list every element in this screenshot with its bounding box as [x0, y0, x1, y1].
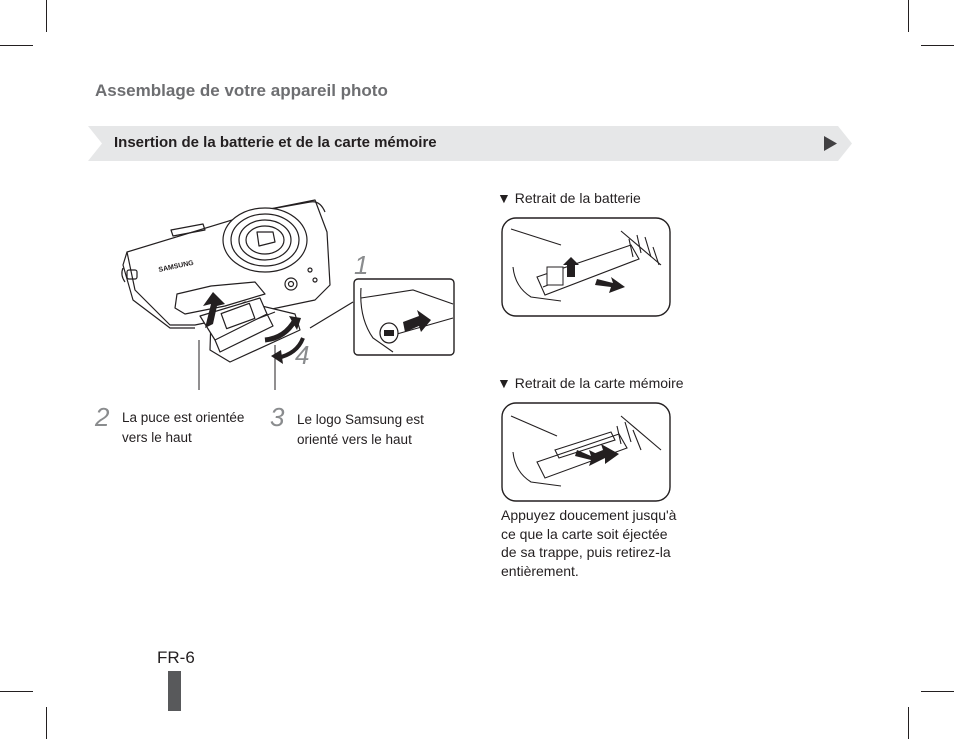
battery-removal-heading: ▼ Retrait de la batterie: [497, 190, 641, 206]
step-number-2: 2: [95, 402, 110, 432]
crop-mark: [0, 45, 33, 46]
camera-battery-insertion-illustration: SAMSUNG: [121, 199, 354, 390]
banner-title: Insertion de la batterie et de la carte …: [114, 134, 437, 151]
step-3-caption: Le logo Samsung est orienté vers le haut: [297, 410, 424, 450]
crop-mark: [921, 691, 954, 692]
step-3-line2: orienté vers le haut: [297, 432, 412, 447]
section-banner: [88, 126, 852, 161]
note-line: entièrement.: [501, 562, 579, 579]
step-number-3: 3: [270, 402, 285, 432]
step-number-1: 1: [354, 250, 369, 280]
step-2-line1: La puce est orientée: [122, 410, 245, 425]
note-line: ce que la carte soit éjectée: [501, 525, 668, 542]
crop-mark: [46, 0, 47, 32]
step-2-caption: La puce est orientée vers le haut: [122, 408, 244, 448]
note-line: de sa trappe, puis retirez-la: [501, 544, 671, 560]
card-removal-note: Appuyez doucement jusqu'à ce que la cart…: [501, 506, 676, 580]
crop-mark: [0, 691, 33, 692]
page-tab-marker: [168, 671, 181, 711]
note-line: Appuyez doucement jusqu'à: [501, 507, 677, 523]
crop-mark: [908, 707, 909, 739]
crop-mark: [921, 45, 954, 46]
step-2-line2: vers le haut: [122, 430, 192, 445]
battery-removal-illustration: [501, 217, 671, 317]
page-number: FR-6: [157, 648, 195, 667]
card-removal-illustration: [501, 402, 671, 502]
crop-mark: [908, 0, 909, 32]
card-removal-heading: ▼ Retrait de la carte mémoire: [497, 375, 684, 391]
crop-mark: [46, 707, 47, 739]
section-title: Assemblage de votre appareil photo: [95, 81, 388, 100]
step-3-line1: Le logo Samsung est: [297, 412, 424, 427]
play-triangle-icon: [824, 136, 837, 151]
step-number-4: 4: [295, 340, 310, 370]
battery-lock-inset-illustration: [353, 278, 455, 356]
